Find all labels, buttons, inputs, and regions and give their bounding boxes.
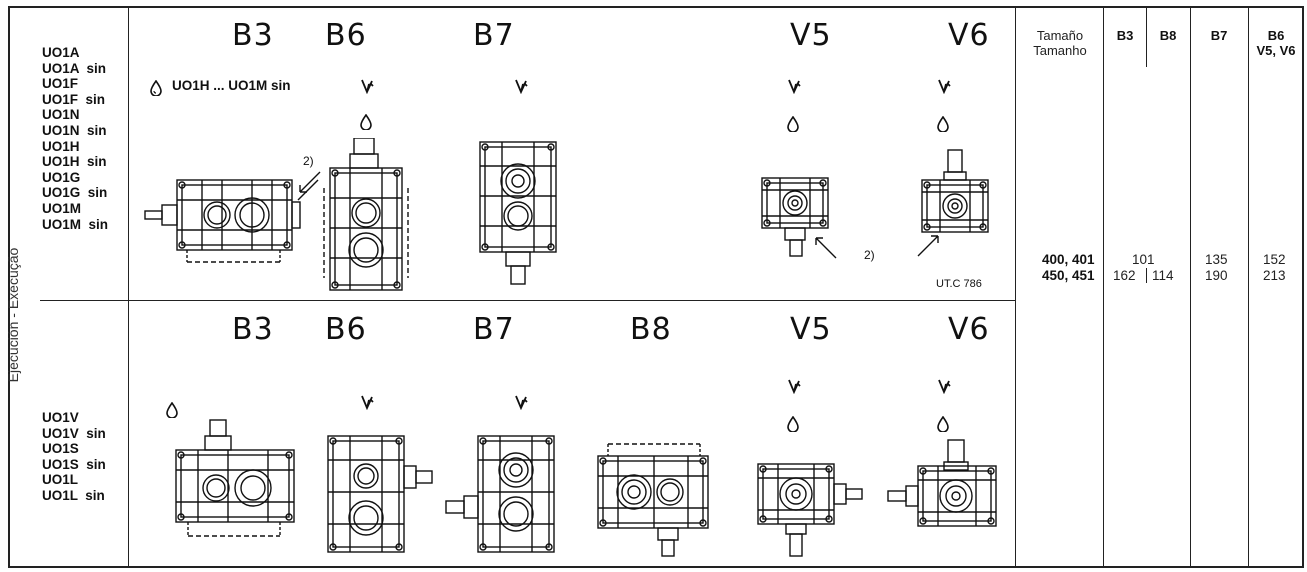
code-item: UO1L — [42, 472, 79, 488]
code-item: UO1V sin — [42, 425, 106, 441]
breather-valve-icon — [361, 395, 374, 410]
header-b6-v5-v6: B6 V5, V6 — [1256, 28, 1296, 58]
code-item: UO1F — [42, 76, 79, 92]
gearbox-drawing-top-b3 — [144, 171, 321, 263]
size-row-2: 450, 451 — [1042, 268, 1095, 283]
gearbox-drawing-bottom-b6 — [327, 435, 433, 553]
divider-rows — [40, 300, 1015, 301]
code-item: UO1N — [42, 107, 80, 123]
divider-table — [1015, 7, 1016, 567]
code-item: UO1A — [42, 45, 80, 60]
oil-drop-icon — [937, 116, 949, 132]
header-size-es: Tamaño Tamanho — [1033, 28, 1087, 58]
gearbox-drawing-top-v6 — [917, 149, 989, 257]
size-row-1: 400, 401 — [1042, 252, 1095, 267]
footnote-ref: 2) — [303, 154, 314, 168]
code-item: UO1V — [42, 410, 79, 425]
position-label: B7 — [473, 312, 515, 347]
footnote-ref: 2) — [864, 248, 875, 262]
position-label: V5 — [790, 312, 832, 347]
code-item: UO1A sin — [42, 60, 107, 76]
top-codes-list: UO1A UO1A sin UO1F UO1F sin UO1N UO1N si… — [42, 45, 108, 232]
code-item: UO1G sin — [42, 185, 108, 201]
b7-row1-value: 135 — [1205, 252, 1228, 267]
code-item: UO1M — [42, 200, 82, 216]
code-item: UO1H sin — [42, 154, 107, 170]
code-item: UO1L sin — [42, 487, 105, 503]
oil-drop-icon — [150, 80, 162, 96]
oil-drop-icon — [937, 416, 949, 432]
code-item: UO1S — [42, 441, 79, 457]
breather-valve-icon — [515, 395, 528, 410]
drop-note: UO1H ... UO1M sin — [172, 78, 291, 93]
breather-valve-icon — [361, 79, 374, 94]
code-item: UO1F sin — [42, 91, 106, 107]
b6-row1-value: 152 — [1263, 252, 1286, 267]
b3-b8-split-line — [1146, 268, 1147, 283]
bottom-codes-list: UO1V UO1V sin UO1S UO1S sin UO1L UO1L si… — [42, 410, 106, 504]
gearbox-drawing-bottom-b3 — [175, 419, 295, 537]
b3-b8-merged-value: 101 — [1132, 252, 1155, 267]
breather-valve-icon — [938, 79, 951, 94]
code-item: UO1H — [42, 138, 80, 154]
oil-drop-icon — [787, 116, 799, 132]
header-b3: B3 — [1116, 28, 1134, 43]
position-label: B6 — [325, 312, 367, 347]
position-label: B7 — [473, 18, 515, 53]
code-item: UO1M sin — [42, 216, 109, 232]
gearbox-drawing-top-b7 — [479, 141, 557, 285]
divider-b7-col — [1248, 7, 1249, 567]
position-label: B8 — [630, 312, 672, 347]
oil-drop-icon — [166, 402, 178, 418]
gearbox-drawing-bottom-v5 — [757, 463, 863, 557]
position-label: V5 — [790, 18, 832, 53]
position-label: B3 — [232, 312, 274, 347]
oil-drop-icon — [787, 416, 799, 432]
breather-valve-icon — [788, 79, 801, 94]
execution-side-label: Ejecución - Execução — [5, 247, 21, 383]
b8-row2-value: 114 — [1152, 268, 1174, 283]
breather-valve-icon — [938, 379, 951, 394]
oil-drop-icon — [360, 114, 372, 130]
b6-row2-value: 213 — [1263, 268, 1286, 283]
divider-b3b8-col — [1190, 7, 1191, 567]
table-frame — [8, 6, 1304, 568]
drawing-reference: UT.C 786 — [936, 278, 982, 290]
divider-b3-b8-header — [1146, 7, 1147, 67]
position-label: B6 — [325, 18, 367, 53]
b3-row2-value: 162 — [1113, 268, 1136, 283]
code-item: UO1N sin — [42, 122, 107, 138]
breather-valve-icon — [515, 79, 528, 94]
position-label: V6 — [948, 312, 990, 347]
position-label: B3 — [232, 18, 274, 53]
gearbox-drawing-top-v5 — [761, 177, 837, 259]
gearbox-drawing-bottom-v6 — [887, 439, 997, 527]
gearbox-drawing-bottom-b7 — [445, 435, 555, 553]
divider-codes — [128, 7, 129, 567]
code-item: UO1G — [42, 169, 81, 185]
gearbox-drawing-bottom-b8 — [597, 443, 709, 557]
breather-valve-icon — [788, 379, 801, 394]
header-size: Tamaño Tamanho — [1020, 28, 1100, 58]
header-b7: B7 — [1210, 28, 1228, 43]
b7-row2-value: 190 — [1205, 268, 1228, 283]
header-b8: B8 — [1159, 28, 1177, 43]
position-label: V6 — [948, 18, 990, 53]
gearbox-drawing-top-b6 — [323, 138, 409, 291]
divider-size-col — [1103, 7, 1104, 567]
code-item: UO1S sin — [42, 456, 106, 472]
